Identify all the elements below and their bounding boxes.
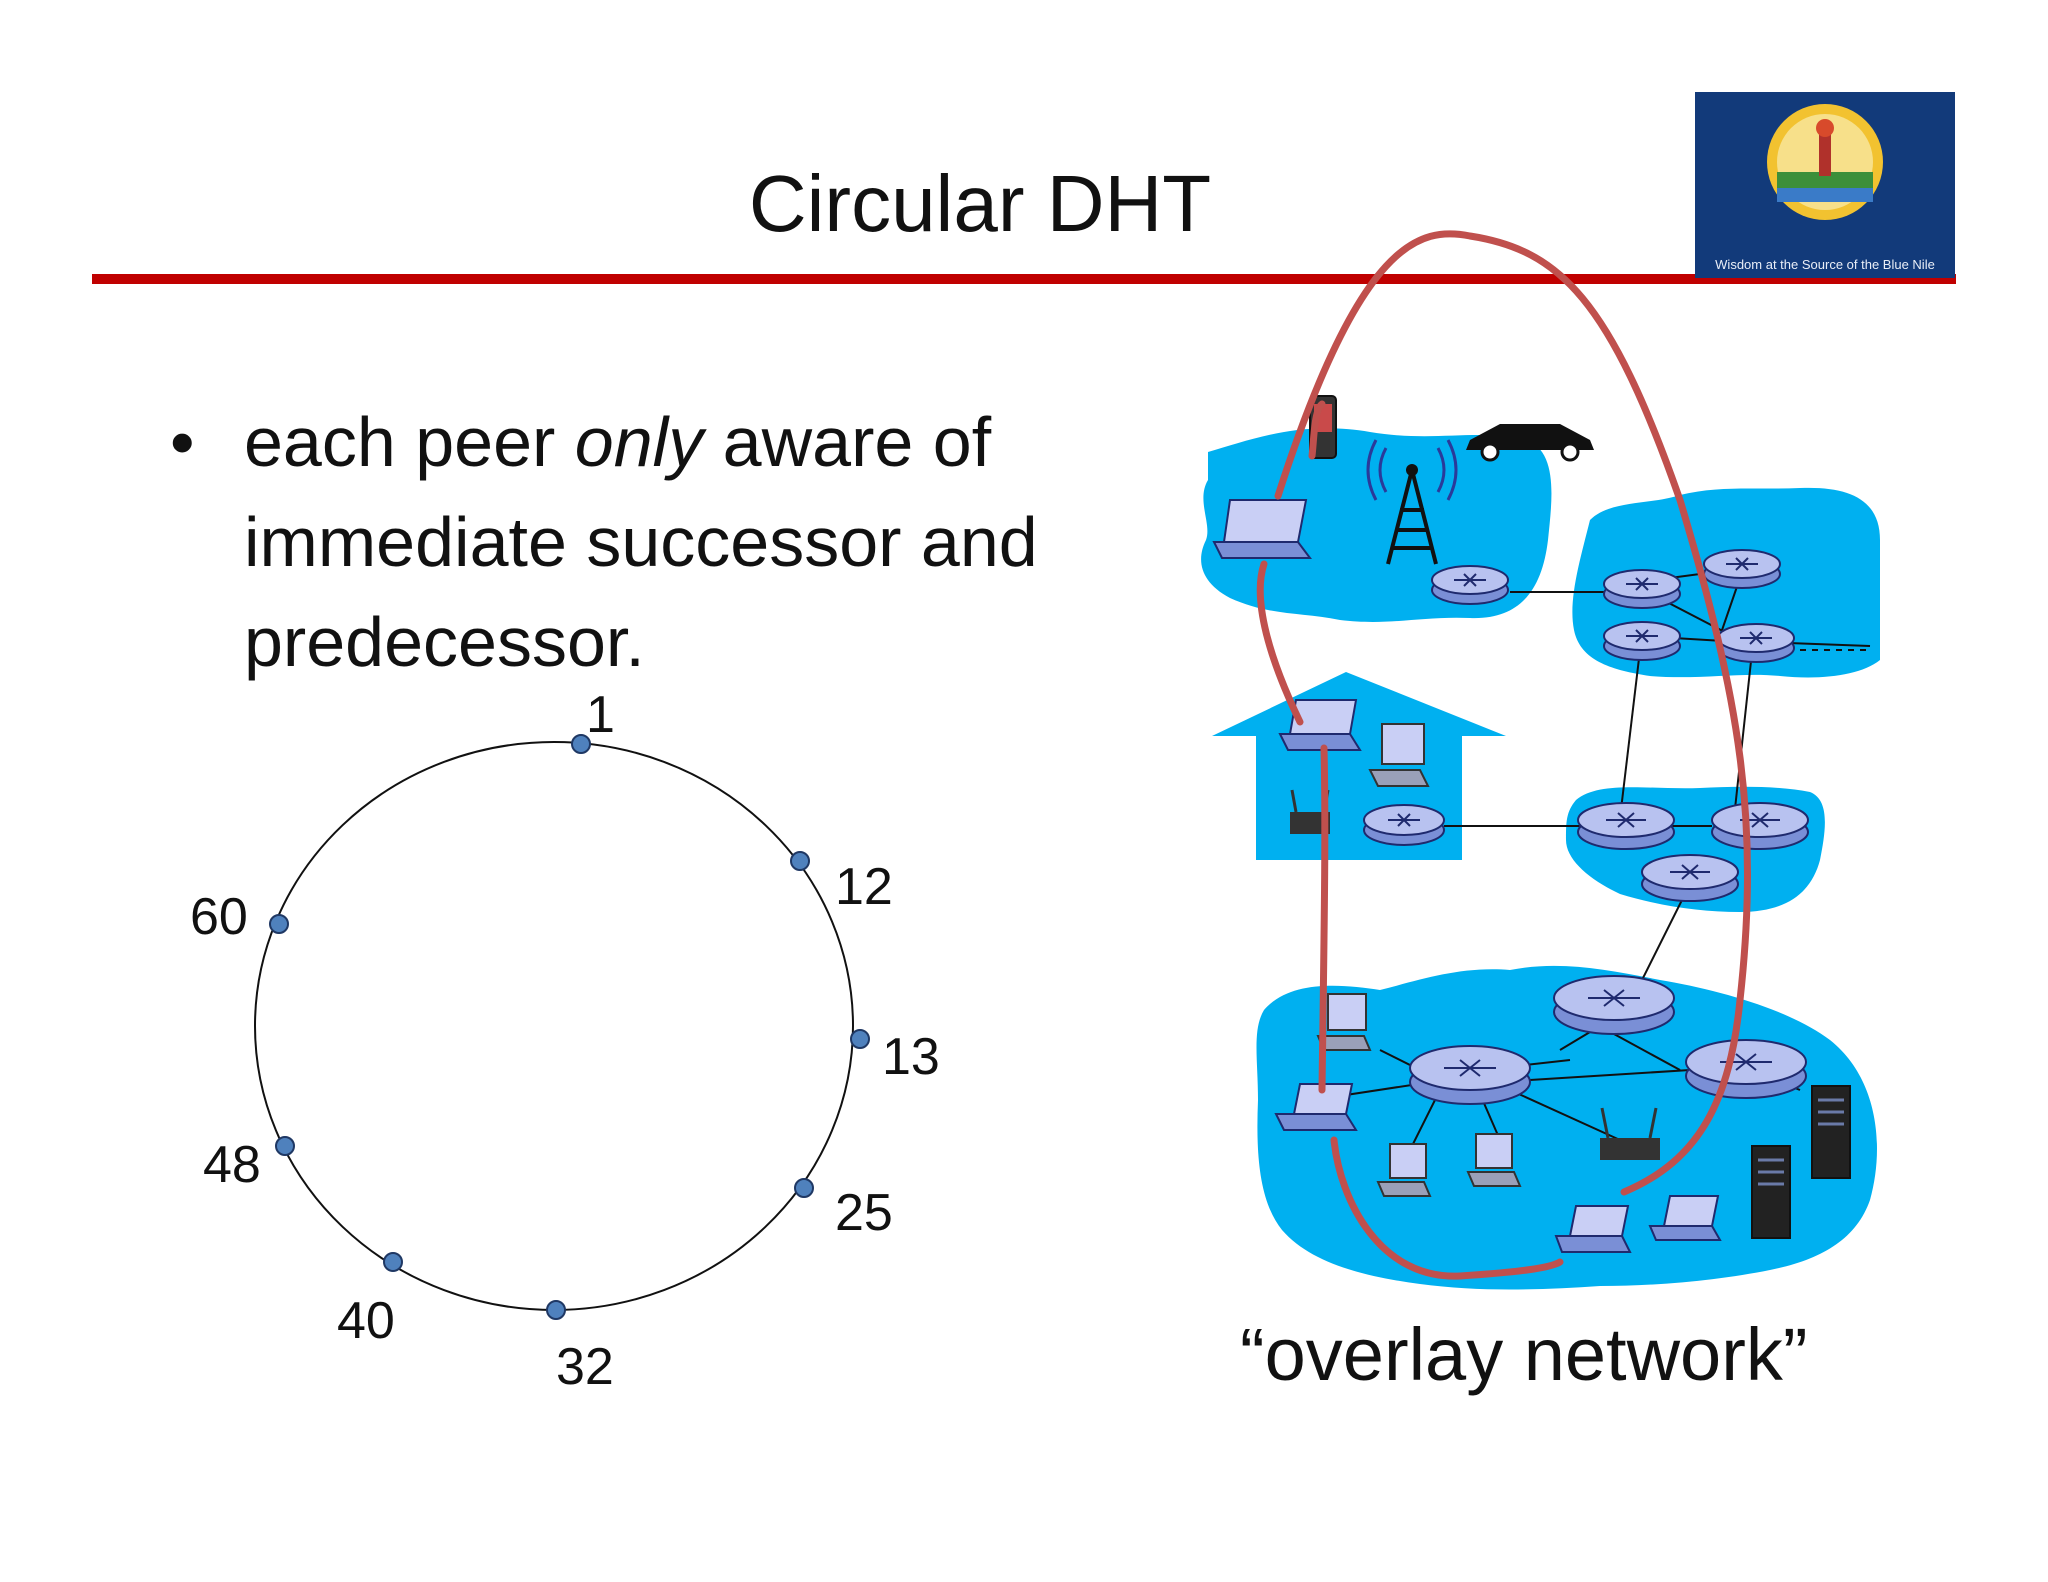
car-icon — [1466, 424, 1594, 462]
laptop-icon — [1648, 1195, 1722, 1241]
server-icon — [1811, 1085, 1851, 1179]
node-label-40: 40 — [337, 1292, 395, 1350]
server-icon — [1751, 1145, 1791, 1239]
router-icon — [1431, 565, 1509, 605]
ring-node: 48 — [203, 1136, 295, 1194]
router-icon — [1711, 802, 1809, 850]
ring-node: 13 — [850, 1028, 940, 1086]
routers — [1363, 549, 1809, 1105]
wireless-router-icon — [1600, 1107, 1660, 1160]
devices — [1212, 395, 1851, 1253]
overlay-network-caption: “overlay network” — [1240, 1313, 1808, 1396]
desktop-icon — [1376, 1143, 1432, 1197]
node-label-25: 25 — [835, 1184, 893, 1242]
router-icon — [1553, 975, 1675, 1035]
desktop-icon — [1368, 723, 1430, 787]
ring-node: 40 — [337, 1252, 403, 1350]
university-logo: Wisdom at the Source of the Blue Nile — [1695, 92, 1955, 278]
bullet-text: each peer only aware of immediate succes… — [244, 392, 1144, 692]
bullet-emphasis: only — [574, 403, 704, 481]
router-icon — [1409, 1045, 1531, 1105]
overlay-path — [1256, 230, 1751, 1280]
laptop-icon — [1554, 1205, 1632, 1253]
router-icon — [1641, 854, 1739, 902]
router-icon — [1703, 549, 1781, 589]
ring-node: 1 — [571, 686, 615, 754]
desktop-icon — [1466, 1133, 1522, 1187]
bullet-text-start: each peer — [244, 403, 575, 481]
logo-motto: Wisdom at the Source of the Blue Nile — [1715, 257, 1935, 272]
slide-title: Circular DHT — [748, 159, 1212, 248]
ring-node: 60 — [190, 888, 289, 946]
logo-emblem-icon — [1767, 104, 1883, 220]
ring-node: 25 — [794, 1178, 893, 1242]
router-icon — [1363, 804, 1445, 846]
node-label-48: 48 — [203, 1136, 261, 1194]
router-icon — [1717, 623, 1795, 663]
ring-circle — [254, 741, 854, 1311]
cell-tower-icon — [1366, 439, 1458, 565]
bullet-marker: • — [170, 403, 195, 481]
bullet-text-end: aware of immediate successor and predece… — [244, 403, 1038, 681]
ring-node: 32 — [546, 1300, 614, 1396]
router-icon — [1685, 1039, 1807, 1099]
router-icon — [1603, 621, 1681, 661]
node-label-32: 32 — [556, 1338, 614, 1396]
laptop-icon — [1212, 499, 1312, 559]
node-label-1: 1 — [586, 686, 615, 744]
node-label-12: 12 — [835, 858, 893, 916]
laptop-icon — [1278, 699, 1362, 751]
laptop-icon — [1274, 1083, 1358, 1131]
ring-node: 12 — [790, 851, 893, 916]
node-label-60: 60 — [190, 888, 248, 946]
desktop-icon — [1316, 993, 1372, 1051]
title-divider — [92, 274, 1956, 284]
router-icon — [1577, 802, 1675, 850]
dht-ring: 1 12 13 25 32 40 48 60 — [190, 686, 940, 1396]
router-icon — [1603, 569, 1681, 609]
home-network — [1212, 672, 1506, 860]
node-label-13: 13 — [882, 1028, 940, 1086]
